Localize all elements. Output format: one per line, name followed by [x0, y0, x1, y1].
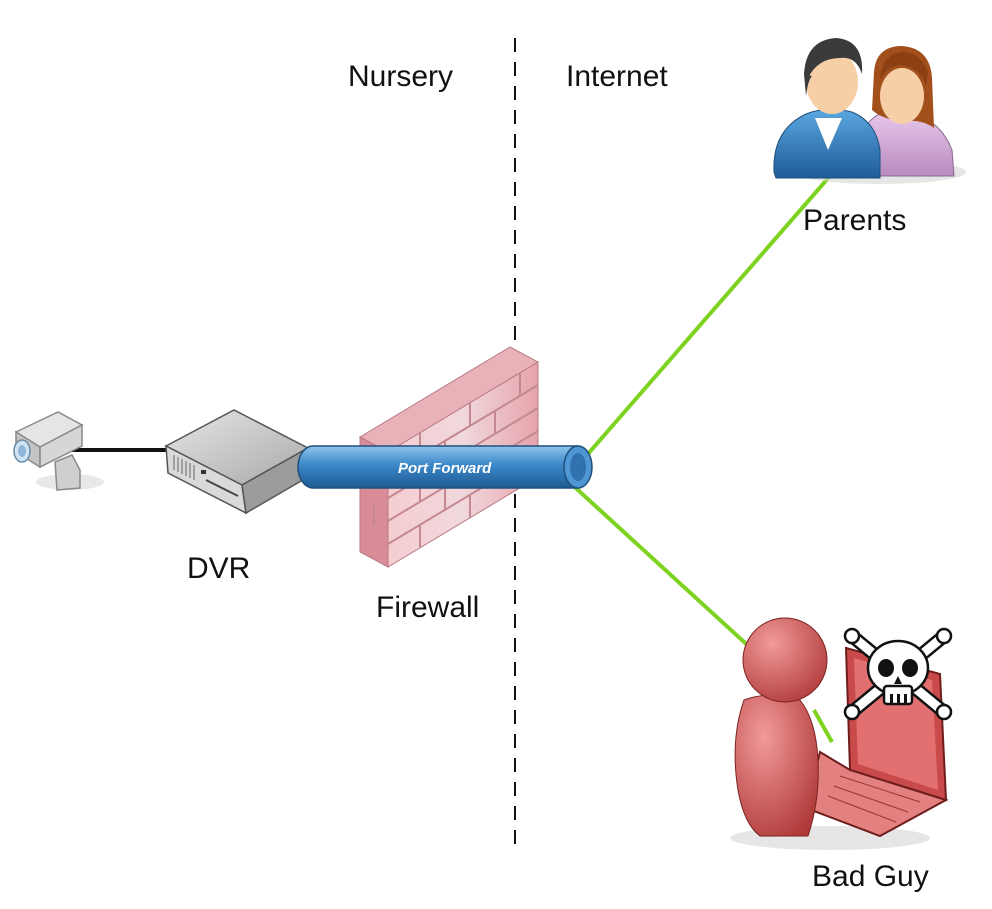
link-to-bad-guy [565, 478, 757, 654]
hacker-laptop-skull-icon [730, 617, 953, 850]
dvr-label: DVR [187, 552, 250, 585]
parents-label: Parents [803, 204, 906, 237]
port-forward-tunnel [297, 445, 593, 489]
security-camera-icon [13, 411, 104, 491]
dvr-device-icon [164, 409, 310, 515]
parents-people-icon [773, 38, 966, 184]
zone-label-nursery: Nursery [348, 60, 453, 93]
bad-guy-label: Bad Guy [812, 860, 929, 893]
firewall-label: Firewall [376, 591, 479, 624]
link-to-bad-guy-end [812, 709, 834, 743]
link-to-parents [585, 174, 832, 457]
zone-label-internet: Internet [566, 60, 668, 93]
port-forward-label: Port Forward [398, 460, 492, 477]
